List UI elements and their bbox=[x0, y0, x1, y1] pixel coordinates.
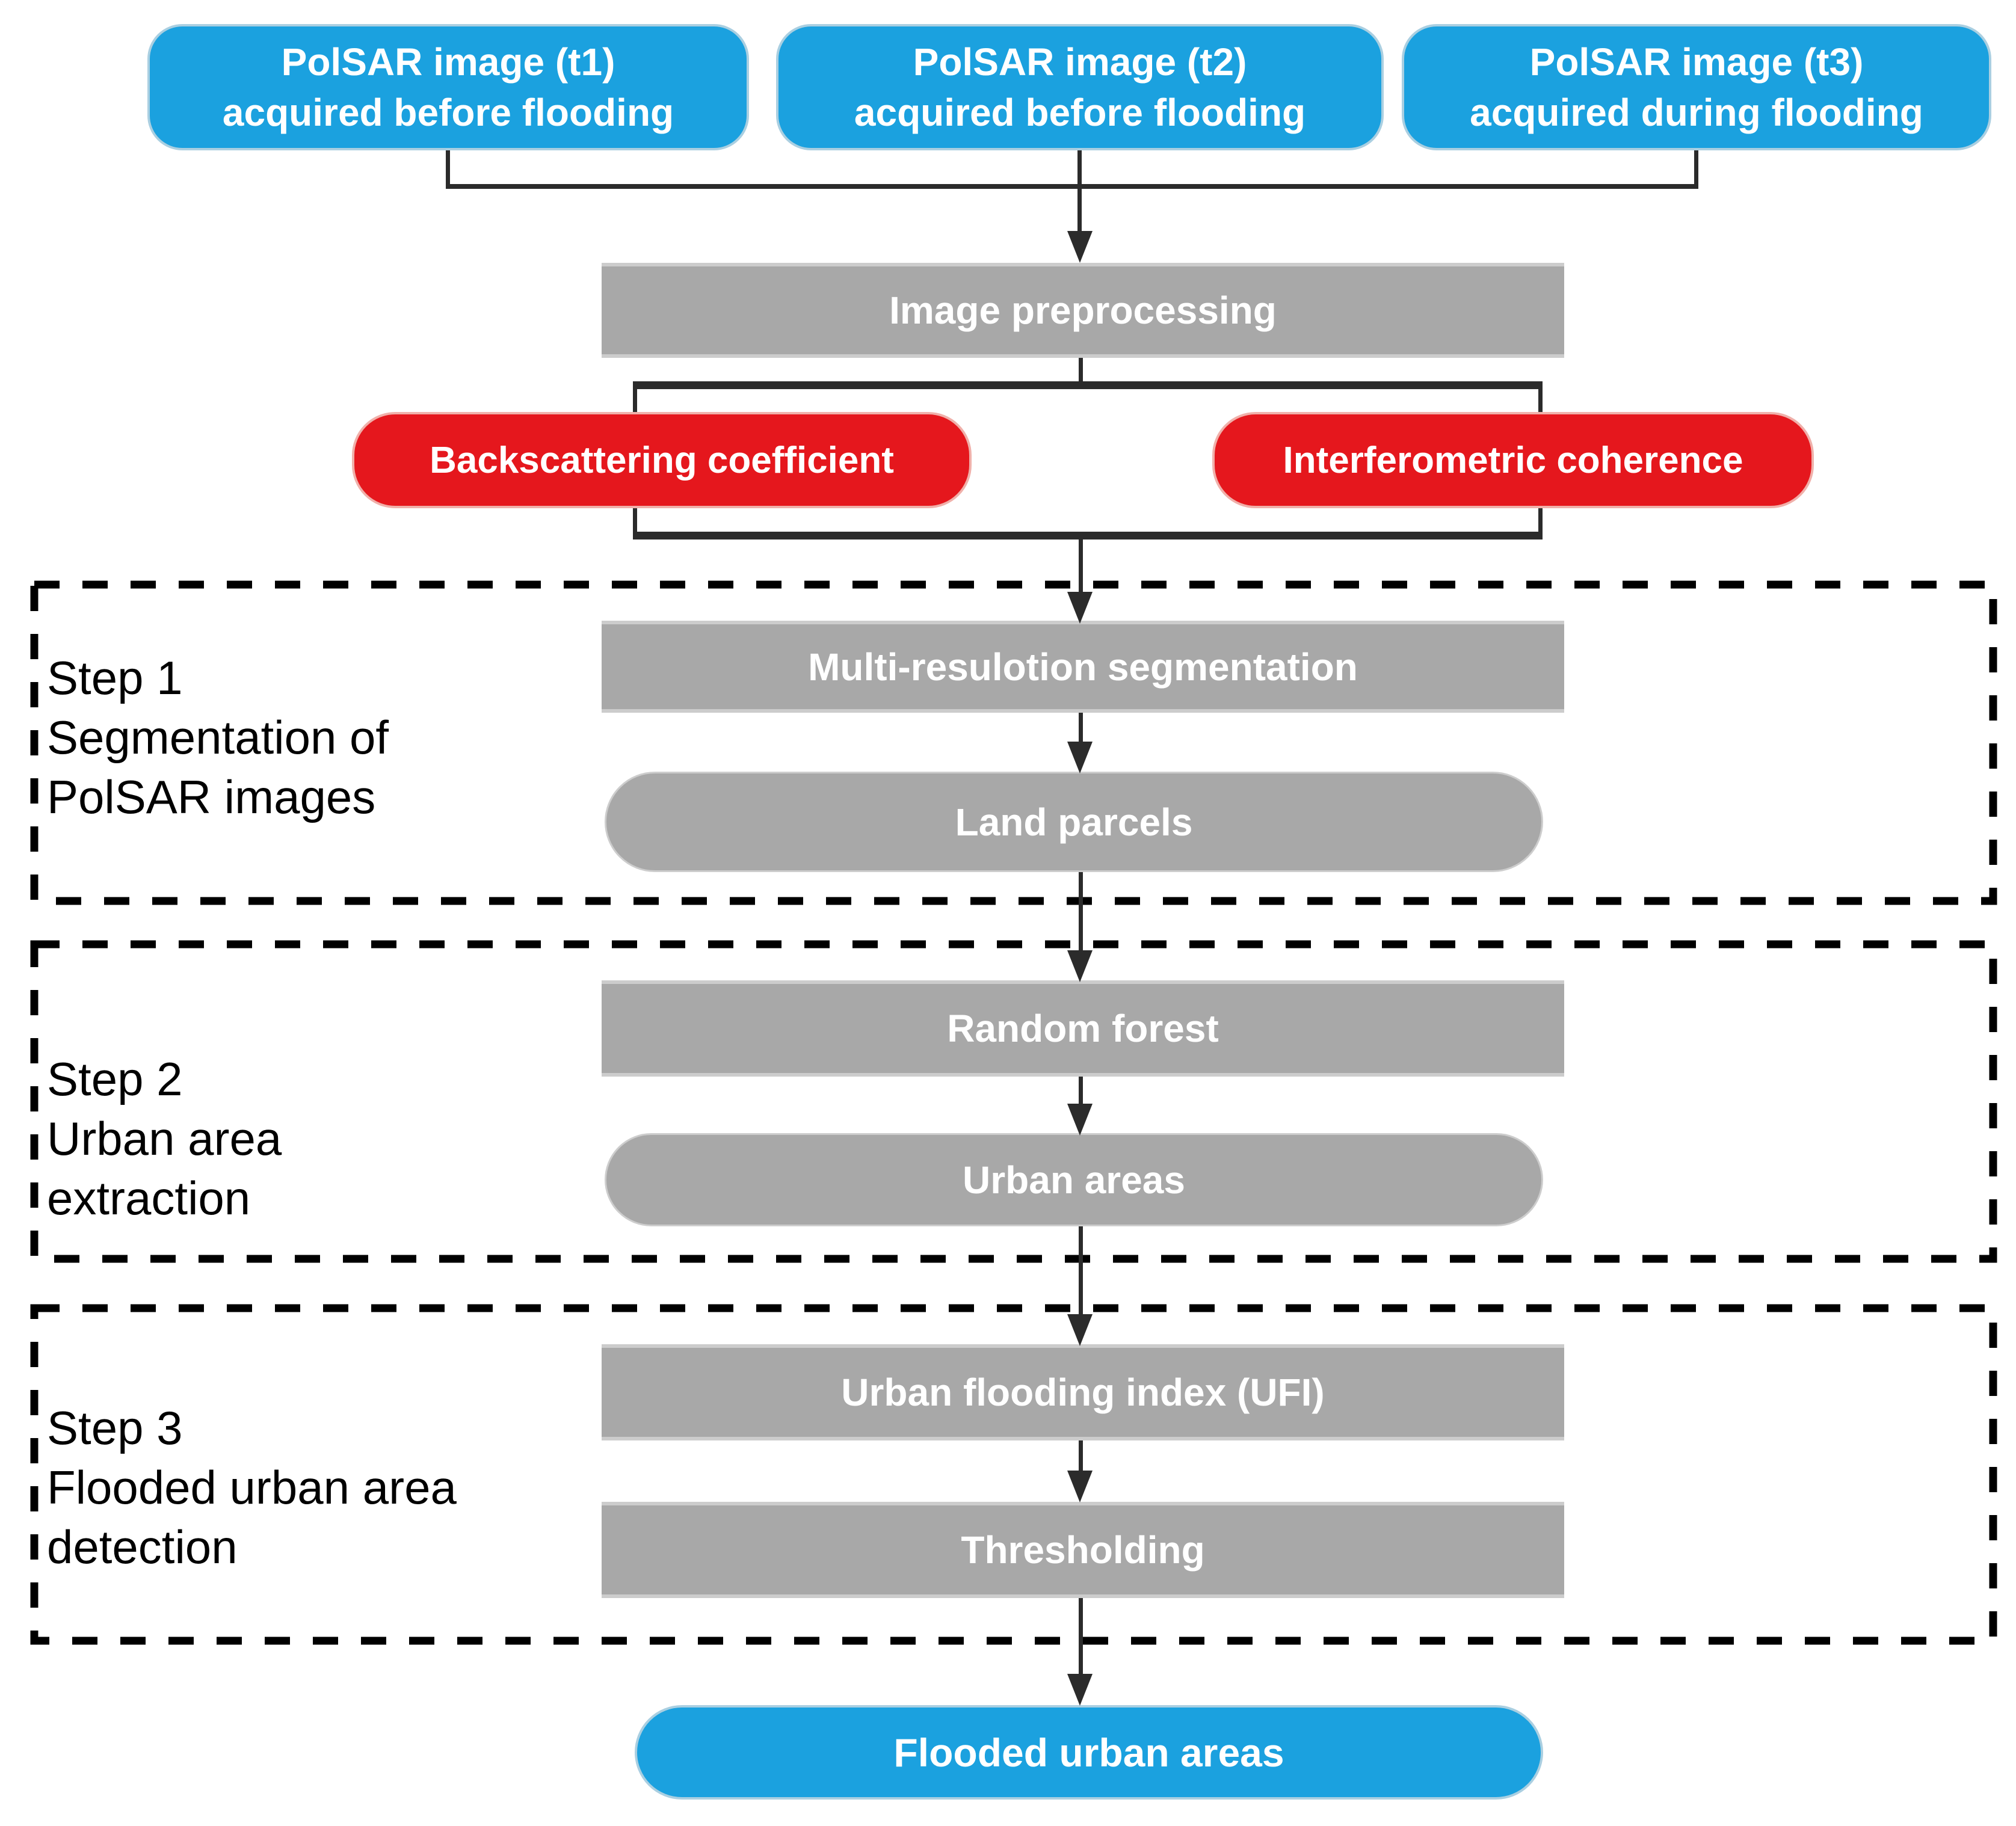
connector-line bbox=[446, 184, 1698, 189]
step1-dashed-frame bbox=[30, 580, 1997, 905]
process-node-random-forest: Random forest bbox=[602, 980, 1564, 1077]
step3-label-line3: detection bbox=[47, 1520, 238, 1574]
feature-node-backscattering-coefficient: Backscattering coefficient bbox=[352, 412, 972, 508]
polsar-t2-line2: acquired before flooding bbox=[854, 91, 1306, 134]
urban-flooding-index-label: Urban flooding index (UFI) bbox=[841, 1371, 1325, 1414]
step2-dashed-frame bbox=[30, 940, 1997, 1263]
result-node-urban-areas: Urban areas bbox=[605, 1133, 1543, 1226]
arrow-head bbox=[1067, 592, 1093, 624]
connector-line bbox=[446, 150, 450, 188]
connector-line bbox=[1694, 150, 1698, 188]
connector-line bbox=[1077, 184, 1082, 232]
step3-label-line1: Step 3 bbox=[47, 1401, 183, 1454]
connector-line bbox=[1079, 1226, 1083, 1318]
arrow-head bbox=[1067, 231, 1093, 263]
backscattering-coefficient-label: Backscattering coefficient bbox=[430, 439, 894, 481]
input-node-polsar-t1: PolSAR image (t1) acquired before floodi… bbox=[147, 24, 749, 150]
connector-line bbox=[1077, 150, 1082, 188]
input-node-polsar-t2: PolSAR image (t2) acquired before floodi… bbox=[776, 24, 1384, 150]
random-forest-label: Random forest bbox=[947, 1007, 1219, 1050]
step1-label-line3: PolSAR images bbox=[47, 770, 376, 824]
polsar-t1-line1: PolSAR image (t1) bbox=[281, 40, 615, 84]
connector-line bbox=[1079, 713, 1083, 744]
connector-line bbox=[1079, 1077, 1083, 1107]
step3-dashed-frame bbox=[30, 1304, 1997, 1645]
input-node-polsar-t3: PolSAR image (t3) acquired during floodi… bbox=[1402, 24, 1991, 150]
arrow-head bbox=[1067, 1471, 1093, 1502]
step3-label-line2: Flooded urban area bbox=[47, 1461, 457, 1514]
connector-line bbox=[1079, 358, 1083, 385]
step1-label-line1: Step 1 bbox=[47, 651, 183, 704]
step3-label: Step 3 Flooded urban area detection bbox=[47, 1398, 457, 1577]
arrow-head bbox=[1067, 950, 1093, 982]
result-node-land-parcels: Land parcels bbox=[605, 772, 1543, 872]
polsar-t3-line1: PolSAR image (t3) bbox=[1529, 40, 1864, 84]
thresholding-label: Thresholding bbox=[961, 1528, 1205, 1572]
polsar-t2-line1: PolSAR image (t2) bbox=[913, 40, 1247, 84]
land-parcels-label: Land parcels bbox=[955, 800, 1193, 844]
feature-node-interferometric-coherence: Interferometric coherence bbox=[1212, 412, 1814, 508]
step2-label-line2: Urban area bbox=[47, 1112, 282, 1166]
multiresolution-segmentation-label: Multi-resulotion segmentation bbox=[808, 645, 1358, 689]
arrow-head bbox=[1067, 742, 1093, 773]
connector-line bbox=[1079, 538, 1083, 593]
image-preprocessing-label: Image preprocessing bbox=[889, 289, 1277, 332]
step2-label-line1: Step 2 bbox=[47, 1053, 183, 1105]
interferometric-coherence-label: Interferometric coherence bbox=[1283, 439, 1743, 481]
connector-line bbox=[1079, 1598, 1083, 1677]
connector-line bbox=[1079, 1440, 1083, 1474]
polsar-t3-line2: acquired during flooding bbox=[1470, 91, 1923, 134]
connector-line bbox=[633, 381, 1543, 389]
step2-label: Step 2 Urban area extraction bbox=[47, 1050, 282, 1228]
connector-line bbox=[633, 532, 1543, 540]
urban-areas-label: Urban areas bbox=[963, 1158, 1185, 1202]
arrow-head bbox=[1067, 1104, 1093, 1136]
step2-label-line3: extraction bbox=[47, 1172, 251, 1225]
process-node-image-preprocessing: Image preprocessing bbox=[602, 263, 1564, 358]
output-node-flooded-urban-areas: Flooded urban areas bbox=[635, 1705, 1543, 1800]
arrow-head bbox=[1067, 1314, 1093, 1346]
flooded-urban-areas-label: Flooded urban areas bbox=[893, 1730, 1284, 1775]
step1-label-line2: Segmentation of bbox=[47, 711, 389, 764]
connector-line bbox=[1079, 872, 1083, 953]
process-node-thresholding: Thresholding bbox=[602, 1502, 1564, 1598]
arrow-head bbox=[1067, 1674, 1093, 1706]
process-node-multiresolution-segmentation: Multi-resulotion segmentation bbox=[602, 621, 1564, 713]
process-node-urban-flooding-index: Urban flooding index (UFI) bbox=[602, 1344, 1564, 1440]
step1-label: Step 1 Segmentation of PolSAR images bbox=[47, 648, 389, 827]
polsar-t1-line2: acquired before flooding bbox=[222, 91, 674, 134]
